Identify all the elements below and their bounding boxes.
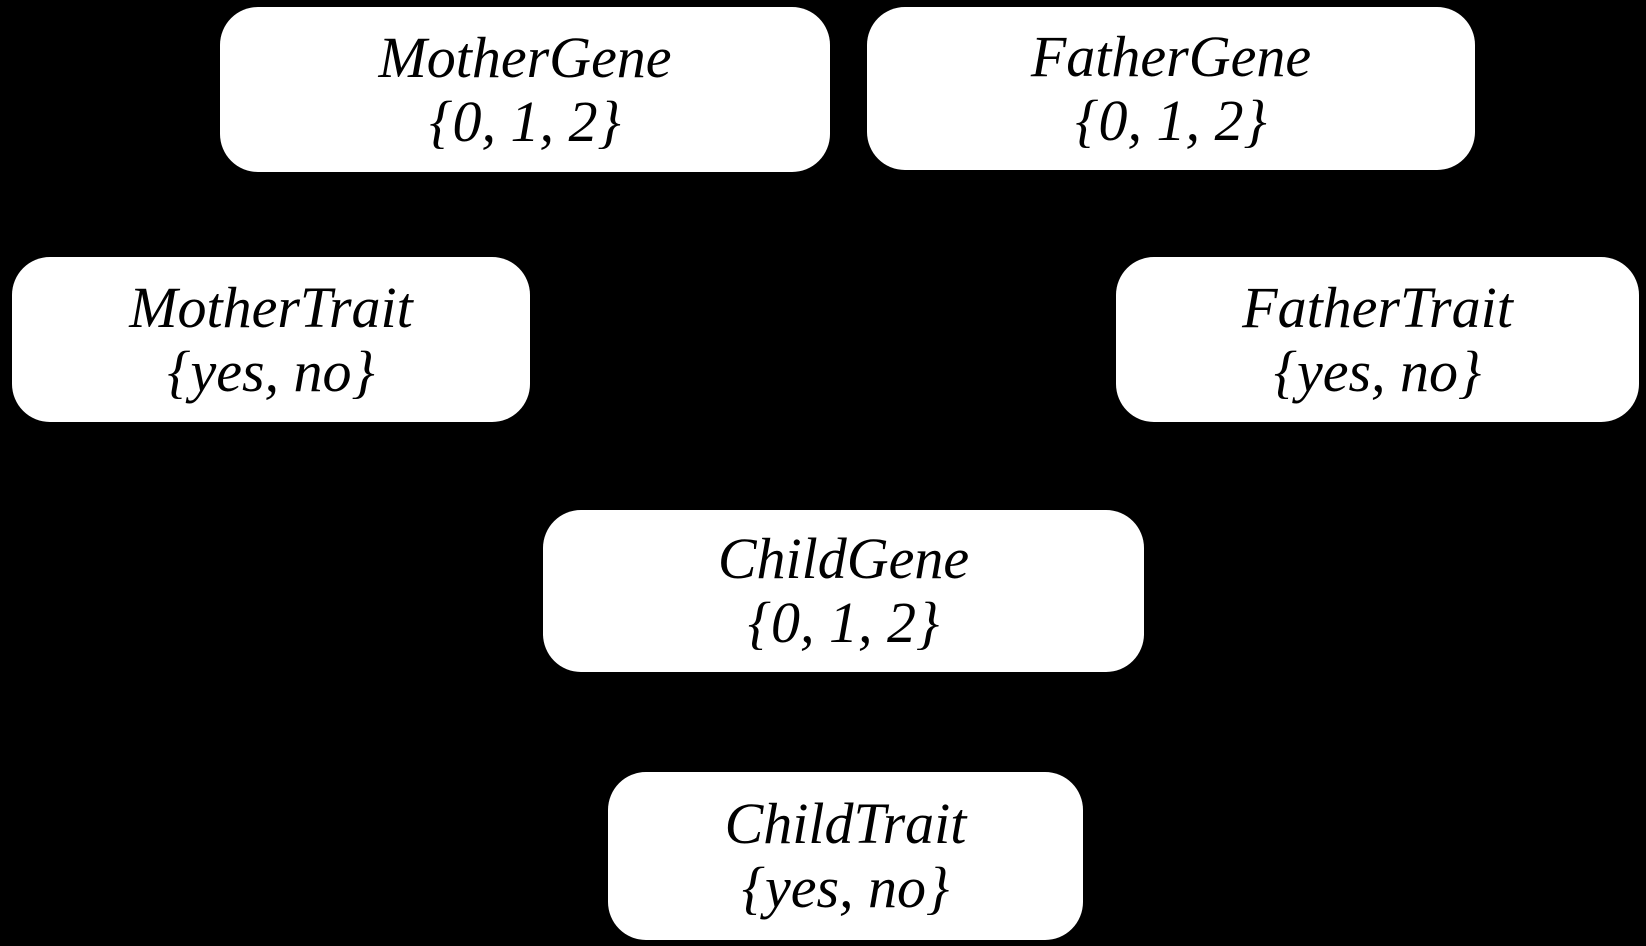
node-mother-gene-domain: {0, 1, 2}	[429, 88, 621, 154]
node-mother-trait-title: MotherTrait	[129, 274, 413, 340]
node-child-gene-title: ChildGene	[717, 526, 970, 591]
node-child-gene-domain: {0, 1, 2}	[747, 590, 940, 655]
node-father-trait-domain: {yes, no}	[1273, 338, 1482, 404]
node-father-gene-domain: {0, 1, 2}	[1075, 87, 1267, 153]
node-child-trait-title: ChildTrait	[724, 791, 967, 856]
node-child-trait: ChildTrait {yes, no}	[608, 772, 1083, 940]
node-mother-trait-domain: {yes, no}	[167, 338, 375, 404]
node-father-gene-title: FatherGene	[1030, 23, 1312, 89]
node-father-gene: FatherGene {0, 1, 2}	[867, 7, 1475, 170]
node-child-trait-domain: {yes, no}	[741, 855, 950, 920]
node-child-gene: ChildGene {0, 1, 2}	[543, 510, 1144, 672]
node-father-trait: FatherTrait {yes, no}	[1116, 257, 1639, 422]
node-mother-gene-title: MotherGene	[378, 24, 672, 90]
node-mother-trait: MotherTrait {yes, no}	[12, 257, 530, 422]
node-father-trait-title: FatherTrait	[1242, 274, 1513, 340]
node-mother-gene: MotherGene {0, 1, 2}	[220, 7, 830, 172]
